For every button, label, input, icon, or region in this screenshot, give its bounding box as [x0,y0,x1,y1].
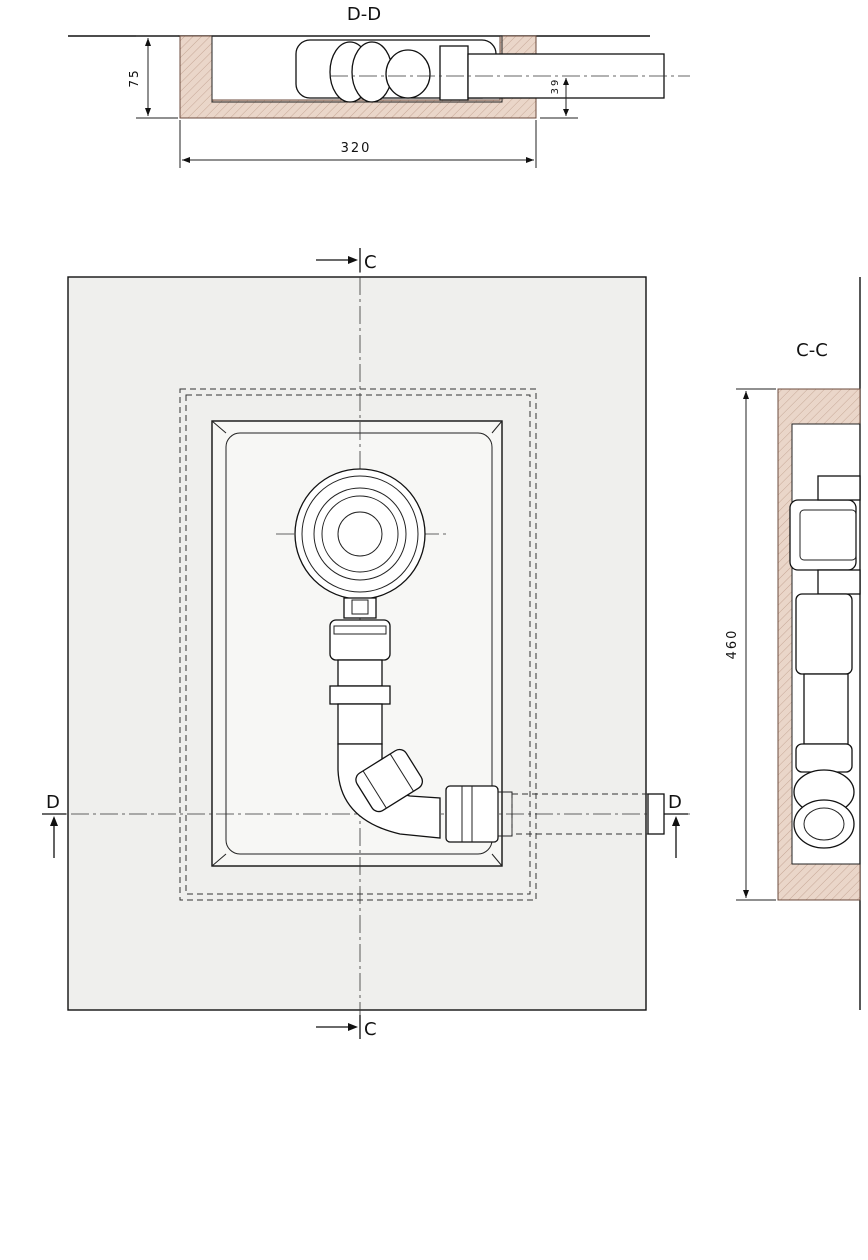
cut-marker-d-right: D [664,792,688,858]
svg-text:D: D [46,792,60,813]
box-cavity-cc [791,423,861,865]
niche-inner [225,432,493,855]
svg-text:C: C [364,1019,377,1040]
siphon-coupling [439,45,469,101]
drain-outlet-horizontal [445,785,665,843]
dim-outlet-39: 39 [550,78,561,95]
dim-height-460: 460 [725,629,740,660]
drain-siphon-head [294,468,426,619]
box-hidden-outline-inner [185,394,531,895]
drain-pipe-vertical [329,619,391,745]
section-cc: C-C 460 [725,277,861,1010]
section-dd: D-D 75 39 320 [68,4,690,168]
dim-height-75: 75 [127,68,141,87]
section-dd-title: D-D [347,4,381,25]
siphon-outlet-ring [385,49,431,99]
cut-marker-d-left: D [42,792,66,858]
section-cc-title: C-C [796,340,828,361]
plan-view: C C D D [42,248,690,1040]
siphon-section-cc [789,475,861,849]
svg-text:D: D [668,792,682,813]
cut-marker-c-bottom: C [316,1015,377,1040]
cut-marker-c-top: C [316,248,377,273]
svg-text:C: C [364,252,377,273]
box-hidden-outline [179,388,537,901]
drain-elbow-coupling [355,748,424,813]
dim-width-320: 320 [341,141,372,156]
